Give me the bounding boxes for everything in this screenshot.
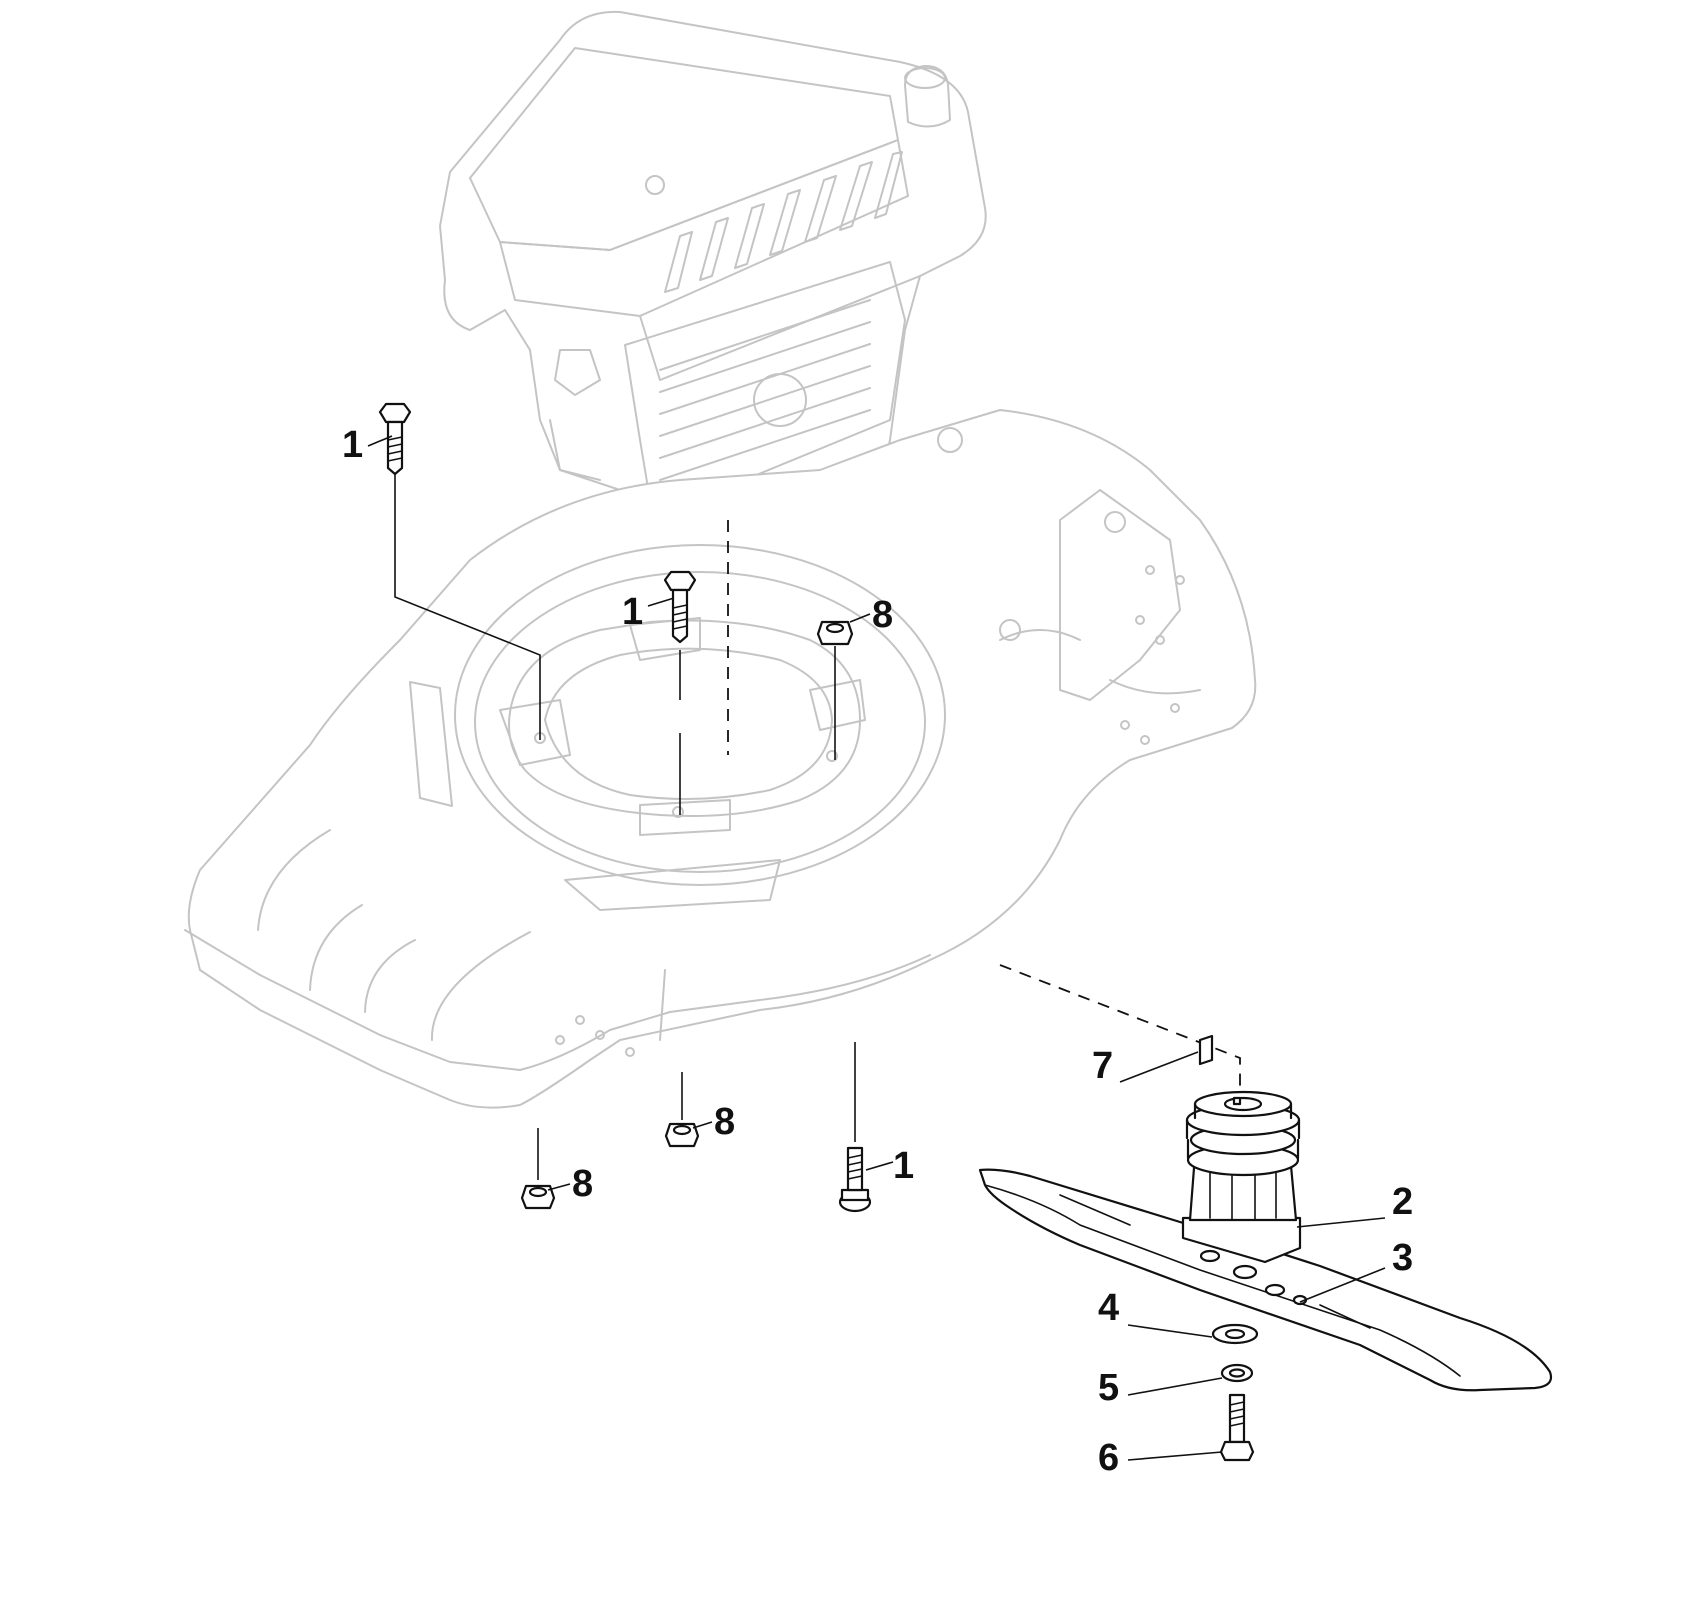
callout-labels: 1 1 1 2 3 4 5 6 7 8 8 8 [342, 424, 1413, 1479]
callout-5: 5 [1098, 1367, 1119, 1409]
key [1198, 1034, 1214, 1066]
callout-4: 4 [1098, 1287, 1119, 1329]
callout-leaders [367, 435, 1386, 1461]
nut-8c [520, 1184, 556, 1210]
nut-8a [816, 620, 854, 646]
blade-bolt [1219, 1393, 1255, 1462]
callout-1: 1 [893, 1145, 914, 1187]
callout-2: 2 [1392, 1181, 1413, 1223]
spring-washer [1220, 1363, 1254, 1383]
adapter-alignment-line [999, 964, 1241, 1105]
bolt-1a [378, 402, 412, 476]
blade-adapter [1181, 1090, 1302, 1264]
callout-1: 1 [342, 424, 363, 466]
mower-deck-outline [184, 409, 1257, 1109]
callout-6: 6 [1098, 1437, 1119, 1479]
callout-7: 7 [1092, 1045, 1113, 1087]
callout-1: 1 [622, 591, 643, 633]
callout-3: 3 [1392, 1237, 1413, 1279]
callout-8: 8 [714, 1101, 735, 1143]
callout-8: 8 [872, 594, 893, 636]
bolt-1b [663, 570, 697, 644]
bolt-1c [838, 1146, 872, 1213]
bolt-1a-assembly-line [394, 472, 541, 740]
callout-8: 8 [572, 1163, 593, 1205]
engine-outline [439, 10, 987, 527]
washer [1211, 1323, 1259, 1345]
nut-8b [664, 1122, 700, 1148]
